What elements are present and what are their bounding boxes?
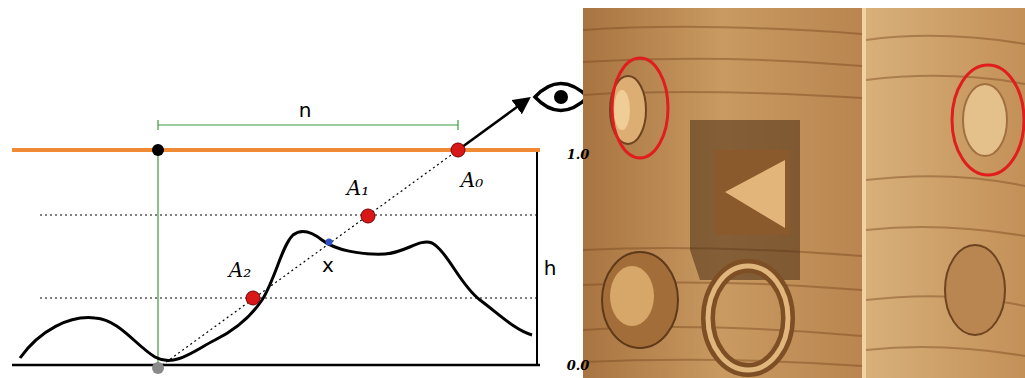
- point-label: A₁: [347, 177, 369, 199]
- render-picture: [583, 8, 1025, 378]
- depth-value: 1.0: [567, 148, 590, 162]
- bump: [963, 84, 1007, 156]
- label-anchor: h: [544, 257, 557, 279]
- label-anchor: A₀: [461, 169, 483, 191]
- dotted-level: [40, 298, 537, 299]
- dimension-label: h: [544, 257, 557, 279]
- view-ray: [158, 150, 458, 368]
- normal-line: [157, 150, 158, 368]
- highlight-ellipse: [952, 65, 1024, 175]
- wood-grain: [583, 27, 1025, 366]
- bump: [945, 245, 1005, 335]
- dotted-level: [40, 215, 537, 216]
- eye-pupil: [554, 90, 568, 104]
- wood-ground: [583, 8, 1025, 378]
- shadow: [690, 120, 800, 280]
- base-point: [152, 362, 164, 374]
- point-label: x: [322, 254, 334, 276]
- sample-point: [361, 209, 375, 223]
- sample-point: [246, 291, 260, 305]
- label-anchor: n: [299, 99, 312, 121]
- depth-edge: [536, 150, 538, 365]
- point-label: A₀: [461, 169, 483, 191]
- label-anchor: A₂: [229, 259, 251, 281]
- intersection-point: [326, 239, 333, 246]
- depth-value: 0.0: [567, 359, 590, 373]
- highlight-ellipse: [612, 58, 668, 158]
- label-anchor: 0.0: [567, 359, 590, 373]
- wood-face: [866, 8, 1025, 378]
- wood-face: [583, 8, 863, 378]
- base-line: [12, 364, 540, 367]
- surface-point: [152, 144, 164, 156]
- eye-icon: [535, 84, 588, 111]
- label-anchor: x: [322, 254, 334, 276]
- height-curve: [20, 231, 532, 360]
- point-label: A₂: [229, 259, 251, 281]
- dimension-label: n: [299, 99, 312, 121]
- n-bracket: [157, 120, 158, 130]
- bump: [602, 252, 678, 348]
- recess-cone: [725, 160, 785, 228]
- cube-edge: [862, 8, 866, 378]
- recess: [715, 150, 790, 235]
- bump-highlight: [610, 266, 654, 326]
- torus-highlight: [708, 266, 788, 370]
- sample-point: [451, 143, 465, 157]
- label-anchor: 1.0: [567, 148, 590, 162]
- view-arrow: [458, 99, 528, 150]
- n-bracket: [457, 120, 458, 130]
- label-anchor: A₁: [347, 177, 369, 199]
- n-bracket: [158, 124, 458, 125]
- torus: [708, 266, 788, 370]
- bump-highlight: [614, 90, 630, 130]
- height-diagram: [12, 84, 588, 375]
